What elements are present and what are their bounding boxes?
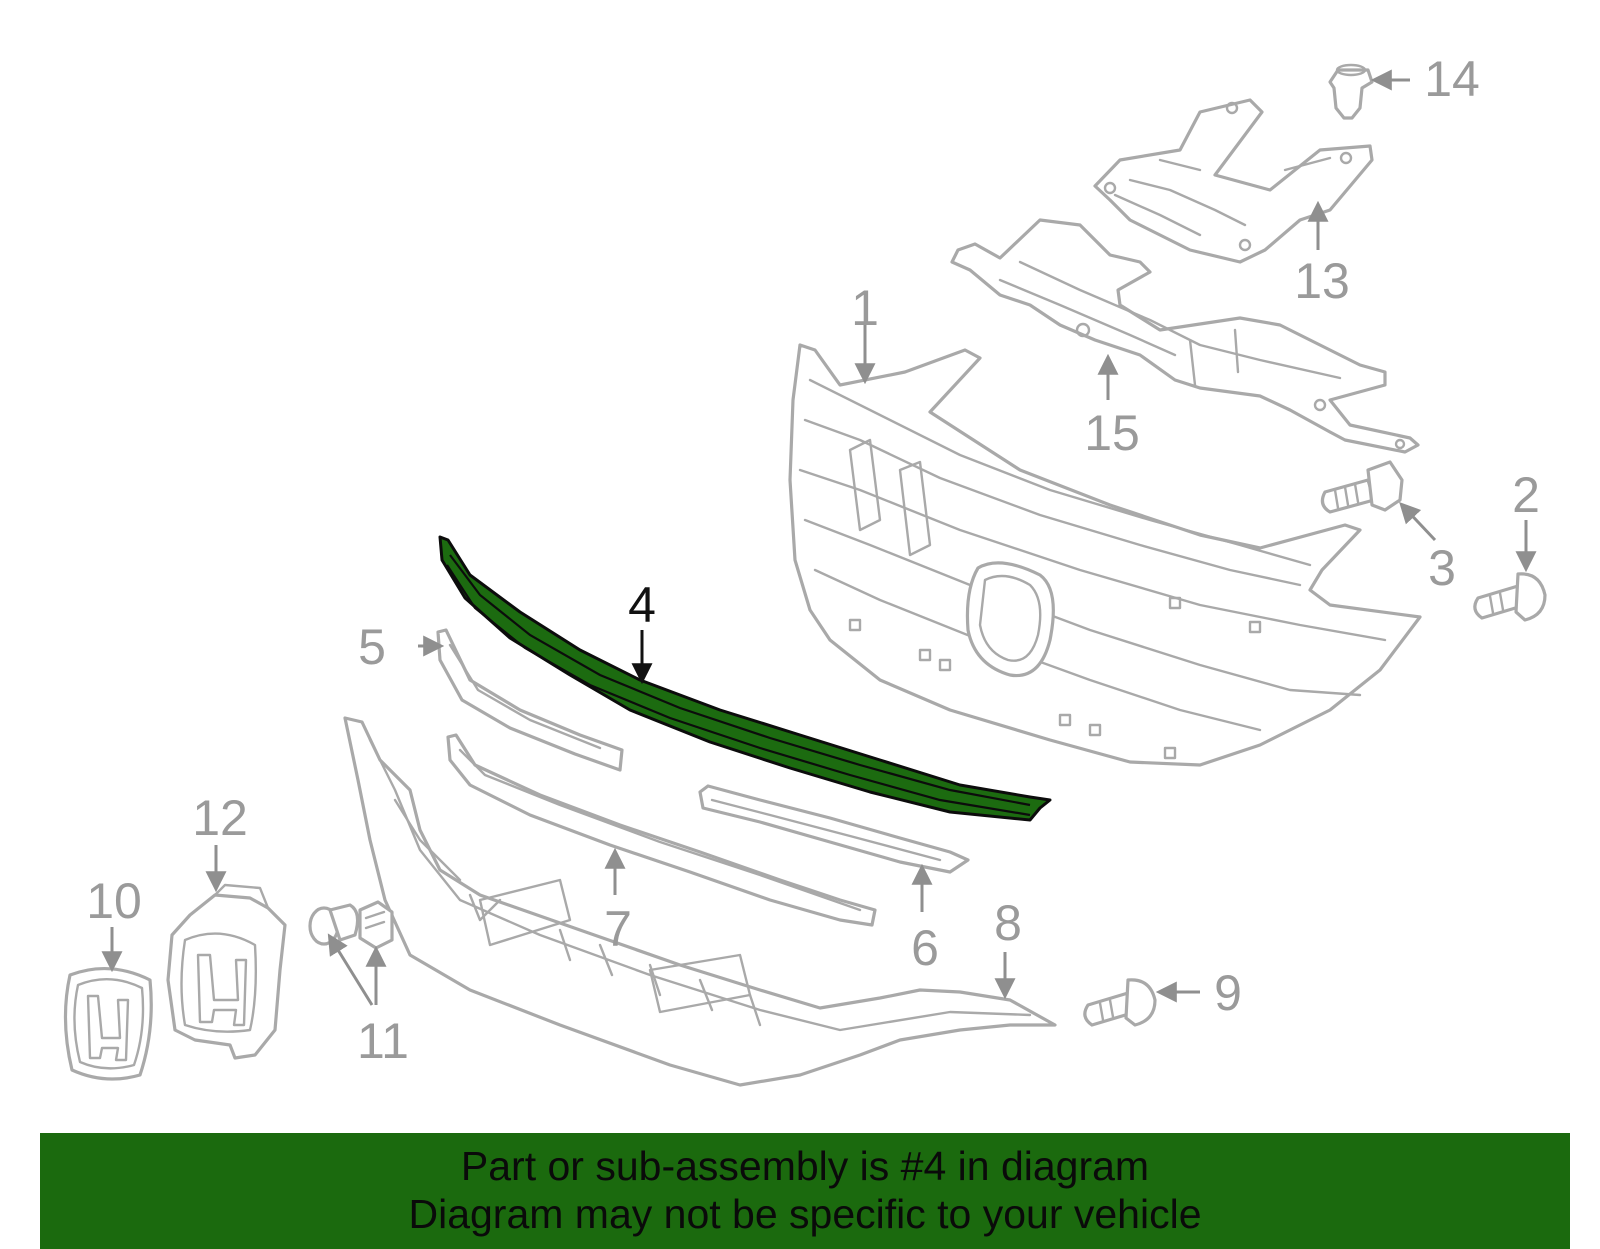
part-4-highlighted-molding: [438, 535, 1052, 822]
part-8-lower-garnish: [343, 716, 1057, 1087]
callout-leaders: [101, 69, 1537, 1006]
callout-1: 1: [851, 280, 879, 336]
callout-12: 12: [192, 790, 248, 846]
part-13-upper-bracket: [1093, 98, 1374, 264]
part-2-bolt: [1473, 572, 1547, 622]
part-11-clips: [308, 900, 394, 950]
callout-3: 3: [1428, 540, 1456, 596]
leader-3: [1399, 501, 1437, 542]
part-7-lower-molding: [446, 733, 877, 927]
callout-numbers: 1 2 3 4 5 6 7 8 9 10 11 12 13 14 15: [86, 51, 1540, 1069]
info-banner: Part or sub-assembly is #4 in diagram Di…: [40, 1133, 1570, 1249]
part-12-emblem-base: [166, 883, 287, 1060]
part-3-bolt: [1320, 460, 1404, 514]
part-1-grille-assembly: [788, 343, 1422, 767]
part-15-support-bar: [950, 218, 1420, 454]
callout-2: 2: [1512, 467, 1540, 523]
callout-11: 11: [357, 1013, 409, 1069]
part-14-clip: [1328, 63, 1374, 120]
callout-4: 4: [628, 577, 656, 633]
callout-13: 13: [1294, 253, 1350, 309]
part-10-emblem: [63, 967, 153, 1081]
callout-8: 8: [994, 895, 1022, 951]
part-5-upper-molding: [436, 628, 624, 772]
callout-7: 7: [604, 901, 632, 957]
banner-line-2: Diagram may not be specific to your vehi…: [408, 1191, 1202, 1237]
callout-10: 10: [86, 873, 142, 929]
part-6-side-molding: [698, 784, 970, 874]
callout-15: 15: [1084, 405, 1140, 461]
part-9-bolt: [1083, 978, 1157, 1027]
callout-5: 5: [358, 619, 386, 675]
callout-9: 9: [1214, 965, 1242, 1021]
callout-14: 14: [1424, 51, 1480, 107]
callout-6: 6: [911, 920, 939, 976]
leader-11a: [327, 933, 374, 1006]
banner-line-1: Part or sub-assembly is #4 in diagram: [460, 1143, 1150, 1189]
